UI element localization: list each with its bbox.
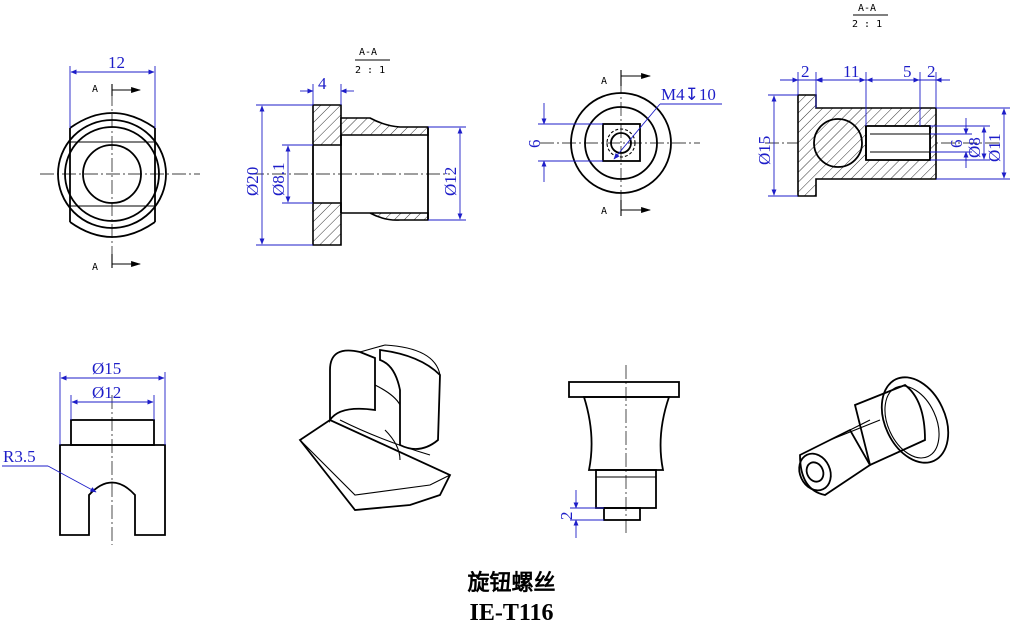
thread-callout: M4↧10 bbox=[661, 85, 716, 104]
body-dia-dim: Ø12 bbox=[441, 167, 460, 196]
end-section-letter-top: A bbox=[601, 76, 607, 87]
iso-view-slotted bbox=[298, 344, 452, 511]
bottom-inner-dia: Ø12 bbox=[92, 383, 121, 402]
right-dim-6: 6 bbox=[947, 140, 966, 149]
side-profile-view: 2 bbox=[557, 365, 680, 538]
right-section-view: A-A 2 : 1 2 11 5 2 Ø15 6 bbox=[755, 3, 1010, 197]
right-flange-dia: Ø15 bbox=[755, 136, 774, 165]
section-letter-bottom: A bbox=[92, 262, 98, 273]
right-dim-3: 5 bbox=[903, 62, 912, 81]
bottom-radius: R3.5 bbox=[3, 447, 36, 466]
right-dim-1: 2 bbox=[801, 62, 810, 81]
outer-dia-dim: Ø20 bbox=[243, 167, 262, 196]
technical-drawing: 12 A A A-A 2 : 1 4 Ø20 Ø8.1 bbox=[2, 3, 1010, 545]
right-dia-11: Ø11 bbox=[985, 133, 1004, 162]
right-dim-2: 11 bbox=[843, 62, 859, 81]
left-section-view: A-A 2 : 1 4 Ø20 Ø8.1 Ø12 bbox=[243, 47, 466, 246]
right-section-scale: 2 : 1 bbox=[852, 19, 882, 30]
part-name: 旋钮螺丝 bbox=[467, 570, 556, 596]
side-step-dim: 2 bbox=[557, 512, 576, 521]
part-code: IE-T116 bbox=[469, 600, 554, 626]
iso-view-knob bbox=[798, 376, 950, 496]
right-dia-8: Ø8 bbox=[965, 137, 984, 158]
left-section-scale: 2 : 1 bbox=[355, 65, 385, 76]
end-height-dim: 6 bbox=[525, 140, 544, 149]
front-width-dim: 12 bbox=[108, 53, 125, 72]
bottom-outer-dia: Ø15 bbox=[92, 359, 121, 378]
right-dim-4: 2 bbox=[927, 62, 936, 81]
end-section-letter-bottom: A bbox=[601, 206, 607, 217]
inner-dia-dim: Ø8.1 bbox=[269, 162, 288, 196]
end-view: M4↧10 6 A A bbox=[525, 70, 722, 217]
front-view: 12 A A bbox=[40, 53, 200, 273]
bottom-left-view: Ø15 Ø12 R3.5 bbox=[2, 359, 166, 545]
section-letter-top: A bbox=[92, 84, 98, 95]
right-section-label: A-A bbox=[858, 3, 876, 14]
flange-thickness-dim: 4 bbox=[318, 74, 327, 93]
left-section-label: A-A bbox=[359, 47, 377, 58]
